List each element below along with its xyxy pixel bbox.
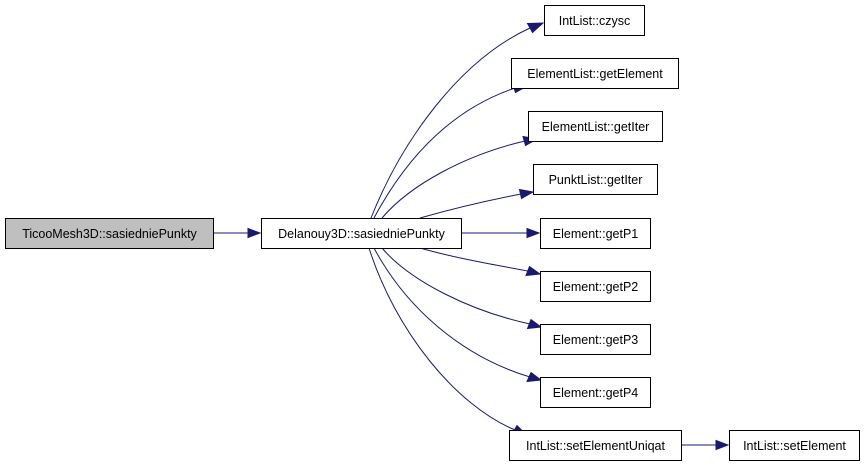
- node-label: Element::getP3: [553, 333, 639, 347]
- edge-line: [370, 27, 531, 219]
- node-label: Element::getP1: [553, 227, 639, 241]
- node-box[interactable]: [528, 111, 663, 142]
- node-box[interactable]: [540, 218, 651, 249]
- node-box[interactable]: [729, 430, 860, 461]
- node-box[interactable]: [511, 58, 679, 89]
- node-box[interactable]: [540, 377, 651, 408]
- edge-line: [373, 87, 516, 219]
- node-label: Element::getP4: [553, 386, 639, 400]
- node-punktGetIter[interactable]: PunktList::getIter: [533, 164, 658, 195]
- node-getP3[interactable]: Element::getP3: [540, 324, 651, 355]
- node-box[interactable]: [540, 271, 651, 302]
- node-label: Element::getP2: [553, 280, 639, 294]
- edge-delanouy-to-getP2: [419, 247, 542, 277]
- arrowhead-icon: [247, 227, 262, 239]
- node-czysc[interactable]: IntList::czysc: [544, 5, 645, 36]
- node-root[interactable]: TicooMesh3D::sasiedniePunkty: [5, 218, 214, 249]
- node-box[interactable]: [509, 430, 682, 461]
- nodes-layer: TicooMesh3D::sasiedniePunkty Delanouy3D::…: [5, 5, 860, 461]
- edge-setElementUniqat-to-setElement: [681, 439, 730, 451]
- node-label: PunktList::getIter: [549, 173, 643, 187]
- node-elGetIter[interactable]: ElementList::getIter: [528, 111, 663, 142]
- node-label: Delanouy3D::sasiedniePunkty: [278, 227, 446, 241]
- node-delanouy[interactable]: Delanouy3D::sasiedniePunkty: [261, 218, 462, 249]
- node-label: ElementList::getIter: [542, 120, 650, 134]
- edge-delanouy-to-getP3: [381, 247, 543, 330]
- edge-line: [381, 140, 526, 219]
- node-getP4[interactable]: Element::getP4: [540, 377, 651, 408]
- node-box[interactable]: [533, 164, 658, 195]
- edge-line: [373, 247, 531, 378]
- edge-root-to-delanouy: [213, 227, 262, 239]
- arrowhead-icon: [526, 371, 543, 383]
- node-box[interactable]: [261, 218, 462, 249]
- arrowhead-icon: [525, 265, 542, 277]
- node-box[interactable]: [540, 324, 651, 355]
- arrowhead-icon: [526, 318, 543, 330]
- edge-delanouy-to-setElementUniqat: [368, 247, 528, 436]
- edge-line: [419, 193, 522, 219]
- node-getElement[interactable]: ElementList::getElement: [511, 58, 679, 89]
- node-label: IntList::setElement: [743, 439, 846, 453]
- node-getP2[interactable]: Element::getP2: [540, 271, 651, 302]
- edges-layer: [213, 22, 730, 451]
- edge-line: [419, 247, 529, 272]
- arrowhead-icon: [526, 227, 541, 239]
- edge-line: [381, 247, 531, 325]
- arrowhead-icon: [715, 439, 730, 451]
- node-getP1[interactable]: Element::getP1: [540, 218, 651, 249]
- node-setElementUniqat[interactable]: IntList::setElementUniqat: [509, 430, 682, 461]
- node-label: IntList::setElementUniqat: [526, 439, 665, 453]
- edge-line: [368, 247, 516, 431]
- edge-delanouy-to-czysc: [370, 22, 545, 219]
- edge-delanouy-to-getP1: [461, 227, 541, 239]
- arrowhead-icon: [518, 188, 535, 200]
- arrowhead-icon: [526, 22, 545, 34]
- node-box[interactable]: [5, 218, 214, 249]
- node-label: IntList::czysc: [559, 14, 631, 28]
- node-setElement[interactable]: IntList::setElement: [729, 430, 860, 461]
- edge-delanouy-to-punktGetIter: [419, 188, 535, 219]
- edge-delanouy-to-getP4: [373, 247, 543, 383]
- node-label: TicooMesh3D::sasiedniePunkty: [22, 227, 197, 241]
- node-box[interactable]: [544, 5, 645, 36]
- node-label: ElementList::getElement: [527, 67, 663, 81]
